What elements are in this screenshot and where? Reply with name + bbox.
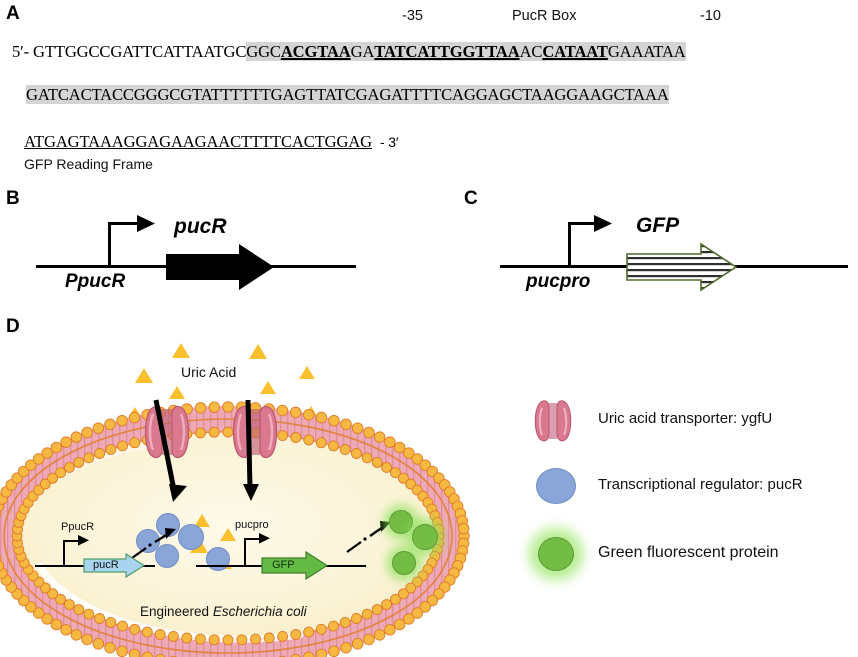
organism-label-prefix: Engineered (140, 604, 213, 619)
organism-label-species: Escherichia coli (212, 604, 307, 619)
blue-circle-icon (536, 468, 576, 504)
gfp-reading-frame-caption: GFP Reading Frame (24, 156, 153, 172)
panel-b-promoter-stem (108, 222, 111, 267)
panel-c-promoter-stem (568, 222, 571, 267)
regulator-circle (155, 544, 179, 568)
panel-b-gene-arrow (166, 244, 274, 290)
uric-acid-triangle (249, 344, 267, 359)
gfp-production-arrow (346, 521, 391, 553)
seq-highlight-suffix: GAAATAA (607, 42, 686, 61)
circuit-2-promoter-arrowhead (259, 533, 270, 544)
regulator-bound-circle (206, 547, 230, 571)
legend-label-regulator: Transcriptional regulator: pucR (598, 476, 803, 493)
panel-c-promoter-arm (568, 222, 598, 225)
uric-acid-triangle (135, 368, 153, 383)
seq-between-1: GA (350, 42, 375, 61)
panel-b-promoter-label: PpucR (65, 271, 126, 292)
uric-acid-triangle (169, 386, 185, 399)
circuit-2-promoter-stem (244, 538, 246, 567)
circuit-2-gene-arrow (261, 550, 329, 581)
sequence-line-2: GATCACTACCGGGCGTATTTTTTGAGTTATCGAGATTTTC… (26, 85, 669, 105)
pucr-production-arrow (131, 528, 176, 559)
uric-acid-triangle (299, 366, 315, 379)
transporter-icon (232, 405, 278, 459)
panel-letter-c: C (464, 188, 478, 209)
panel-b-gene-label: pucR (174, 215, 227, 238)
gfp-protein-circle (392, 551, 416, 575)
regulator-bound-circle (178, 524, 204, 550)
transporter-icon (534, 400, 572, 442)
circuit-1-gene-arrow (83, 552, 146, 579)
organism-label: Engineered Escherichia coli (140, 604, 307, 619)
uric-acid-triangle-internal (194, 514, 210, 527)
five-prime-label: 5′- (12, 42, 30, 61)
panel-b-promoter-arrowhead (137, 215, 155, 232)
panel-letter-d: D (6, 316, 20, 337)
panel-c-gene-label: GFP (636, 214, 680, 237)
three-prime-label: - 3′ (380, 134, 399, 150)
label-pucr-box: PucR Box (512, 8, 577, 24)
membrane-head-groups (0, 401, 470, 657)
uric-acid-triangle (260, 381, 276, 394)
panel-b: B PpucR pucR (0, 186, 430, 310)
uric-acid-import-arrow (153, 399, 187, 502)
motif-minus-35: ACGTAA (280, 42, 351, 61)
green-glow-circle-icon (538, 537, 574, 571)
uric-acid-import-arrow (243, 399, 259, 501)
panel-c: C pucpro GFP (430, 186, 858, 310)
circuit-2-promoter-arm (244, 538, 262, 540)
gfp-protein-circle (412, 524, 438, 550)
seq-plain-prefix: GTTGGCCGATTCATTAATGC (33, 42, 247, 61)
sequence-line-3: ATGAGTAAAGGAGAAGAACTTTTCACTGGAG - 3′ (24, 132, 399, 152)
seq-highlight-prefix: GGC (246, 42, 281, 61)
panel-c-promoter-label: pucpro (526, 271, 591, 292)
panel-a: A -35 PucR Box -10 5′- GTTGGCCGATTCATTAA… (0, 0, 858, 185)
circuit-1-promoter-label: PpucR (61, 521, 95, 533)
circuit-1-gene-label: pucR (93, 559, 119, 571)
panel-c-gene-arrow (626, 242, 738, 292)
gfp-reading-frame-sequence: ATGAGTAAAGGAGAAGAACTTTTCACTGGAG (24, 132, 372, 151)
label-minus-35: -35 (402, 8, 423, 24)
uric-acid-triangle (172, 343, 190, 358)
motif-pucr-box: TATCATTGGTTAA (374, 42, 520, 61)
panel-letter-b: B (6, 188, 20, 209)
panel-d: D Uric Acid (0, 316, 858, 657)
sequence-line-1: 5′- GTTGGCCGATTCATTAATGCGGCACGTAAGATATCA… (12, 42, 686, 62)
panel-letter-a: A (6, 3, 20, 24)
motif-minus-10: CATAAT (542, 42, 608, 61)
circuit-1-promoter-arrowhead (78, 535, 89, 546)
circuit-2-promoter-label: pucpro (235, 519, 269, 531)
seq-between-2: AC (519, 42, 543, 61)
circuit-1-promoter-stem (63, 540, 65, 567)
gfp-protein-circle (389, 510, 413, 534)
legend-label-transporter: Uric acid transporter: ygfU (598, 410, 773, 427)
panel-c-promoter-arrowhead (594, 215, 612, 232)
seq-line-2-text: GATCACTACCGGGCGTATTTTTTGAGTTATCGAGATTTTC… (26, 85, 669, 104)
label-minus-10: -10 (700, 8, 721, 24)
uric-acid-label: Uric Acid (181, 364, 237, 380)
panel-b-promoter-arm (108, 222, 141, 225)
legend-label-gfp: Green fluorescent protein (598, 544, 779, 561)
circuit-1-promoter-arm (63, 540, 81, 542)
circuit-2-gene-label: GFP (272, 559, 295, 571)
uric-acid-triangle-internal (220, 528, 236, 541)
